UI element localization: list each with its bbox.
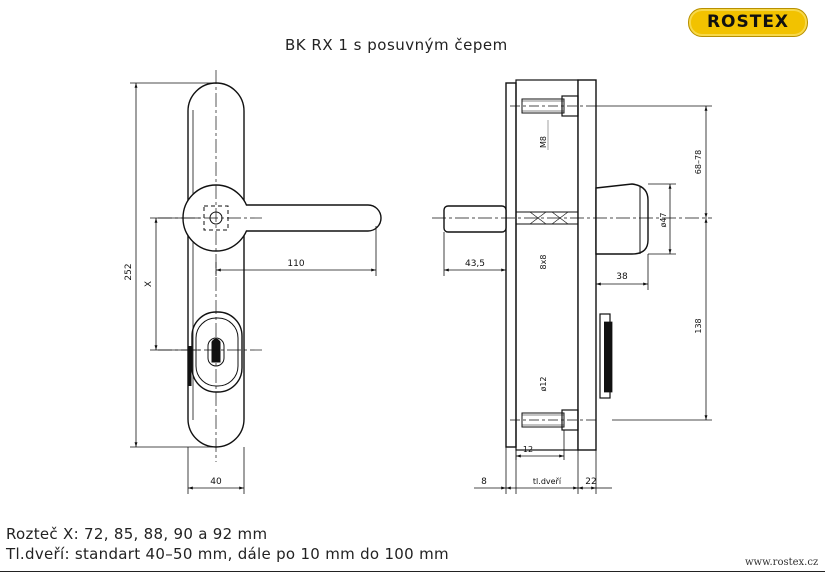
dim-square-spindle: 8x8 [539,255,548,270]
side-inner-plate [577,79,597,451]
rostex-logo: ROSTEX [688,8,808,37]
logo-text: ROSTEX [706,12,790,32]
dim-spacing-x: X [144,281,154,287]
side-outer-plate [505,82,517,448]
dim-pin-length: 43,5 [465,259,485,269]
inner-handle [595,183,649,255]
cylinder-cover [191,311,243,393]
dim-bolt-diameter: ø12 [539,376,548,391]
spacing-note: Rozteč X: 72, 85, 88, 90 a 92 mm [6,525,268,543]
dim-overall-height: 252 [124,263,134,280]
dim-projection: 38 [616,272,628,282]
dim-distance-lower: 138 [694,318,703,333]
dim-handle-length: 110 [287,259,304,269]
drawing-title: BK RX 1 s posuvným čepem [285,36,508,54]
dim-door-thickness: tl.dveří [533,477,562,486]
dim-range-upper: 68–78 [694,150,703,174]
dim-rosette-diameter: ø47 [659,212,668,227]
side-view [432,79,712,451]
front-dimensions [130,82,377,494]
dim-pin-offset: 12 [523,445,533,454]
door-thickness-note: Tl.dveří: standart 40–50 mm, dále po 10 … [6,545,449,563]
handle-lever [246,204,382,232]
front-view [158,70,382,462]
dim-screw-thread: M8 [539,136,548,148]
dim-left-plate: 8 [481,477,487,487]
website-url: www.rostex.cz [745,557,819,568]
side-dimensions [443,105,712,494]
dim-plate-width: 40 [210,477,222,487]
bottom-rule [0,571,825,572]
dim-right-plate: 22 [585,477,596,487]
sliding-pin [443,205,507,233]
